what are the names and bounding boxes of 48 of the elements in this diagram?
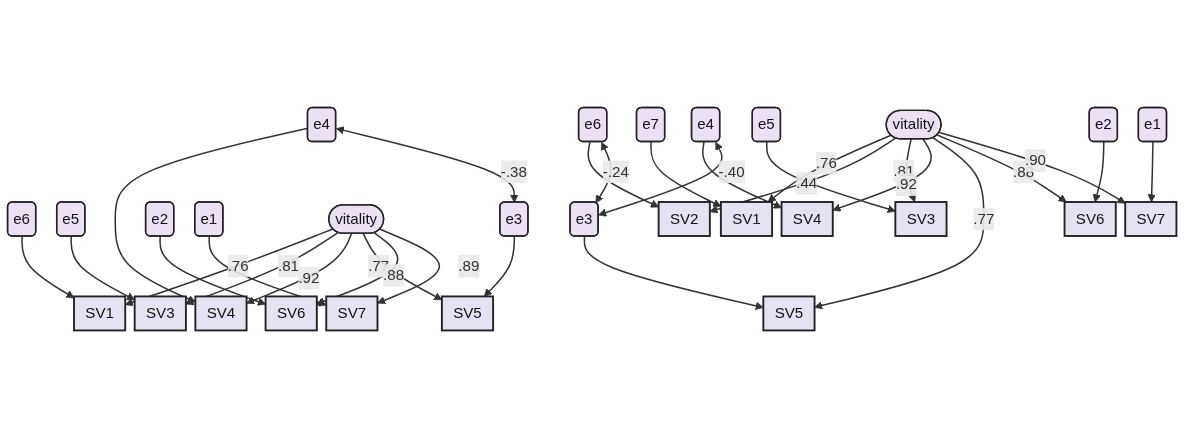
edge-label: -.38	[500, 163, 527, 180]
arrow	[936, 134, 1067, 203]
edge-label: .77	[973, 210, 995, 227]
node-box: SV4	[194, 295, 248, 332]
arrow	[246, 232, 353, 305]
edge-label: .81	[277, 257, 299, 274]
arrow	[159, 235, 266, 306]
edge-label: .89	[458, 257, 480, 274]
edge-label: .92	[895, 176, 917, 193]
arrow	[362, 232, 443, 301]
edge-label: .88	[383, 266, 405, 284]
node-box: SV3	[133, 295, 187, 332]
arrow	[598, 142, 723, 217]
node-box: SV5	[762, 295, 816, 332]
edge-label: .76	[815, 154, 837, 171]
node-box: SV2	[657, 201, 711, 237]
edge-label: .81	[893, 162, 915, 179]
edge-label: -.40	[718, 163, 745, 180]
arrow	[905, 138, 917, 203]
node-box: SV1	[73, 295, 127, 332]
node-box: SV3	[894, 201, 948, 237]
arrow	[766, 141, 896, 213]
node-box: SV6	[264, 295, 318, 332]
node-box: SV1	[719, 201, 774, 237]
node-box: SV7	[325, 295, 379, 332]
arrow	[316, 232, 399, 306]
arrow	[377, 228, 441, 305]
node-box: SV6	[1063, 201, 1117, 237]
edge-label: .90	[1025, 152, 1047, 169]
node-box: SV7	[1124, 201, 1178, 237]
edge-label: .76	[227, 257, 249, 274]
arrow	[702, 141, 782, 209]
arrow	[1092, 141, 1105, 203]
arrow	[483, 235, 516, 297]
arrow	[583, 235, 764, 310]
arrow	[832, 138, 932, 212]
arrow	[21, 235, 75, 299]
node-box: SV4	[780, 201, 834, 237]
arrow	[938, 131, 1126, 204]
edge-label: .92	[298, 269, 320, 286]
arrow	[767, 134, 892, 203]
edge-label: .44	[796, 174, 818, 191]
node-box: SV5	[440, 295, 495, 332]
edge-label: -.24	[602, 163, 629, 180]
arrow	[814, 137, 985, 310]
arrow	[1147, 141, 1156, 203]
arrow	[185, 231, 339, 306]
arrow	[336, 126, 519, 203]
